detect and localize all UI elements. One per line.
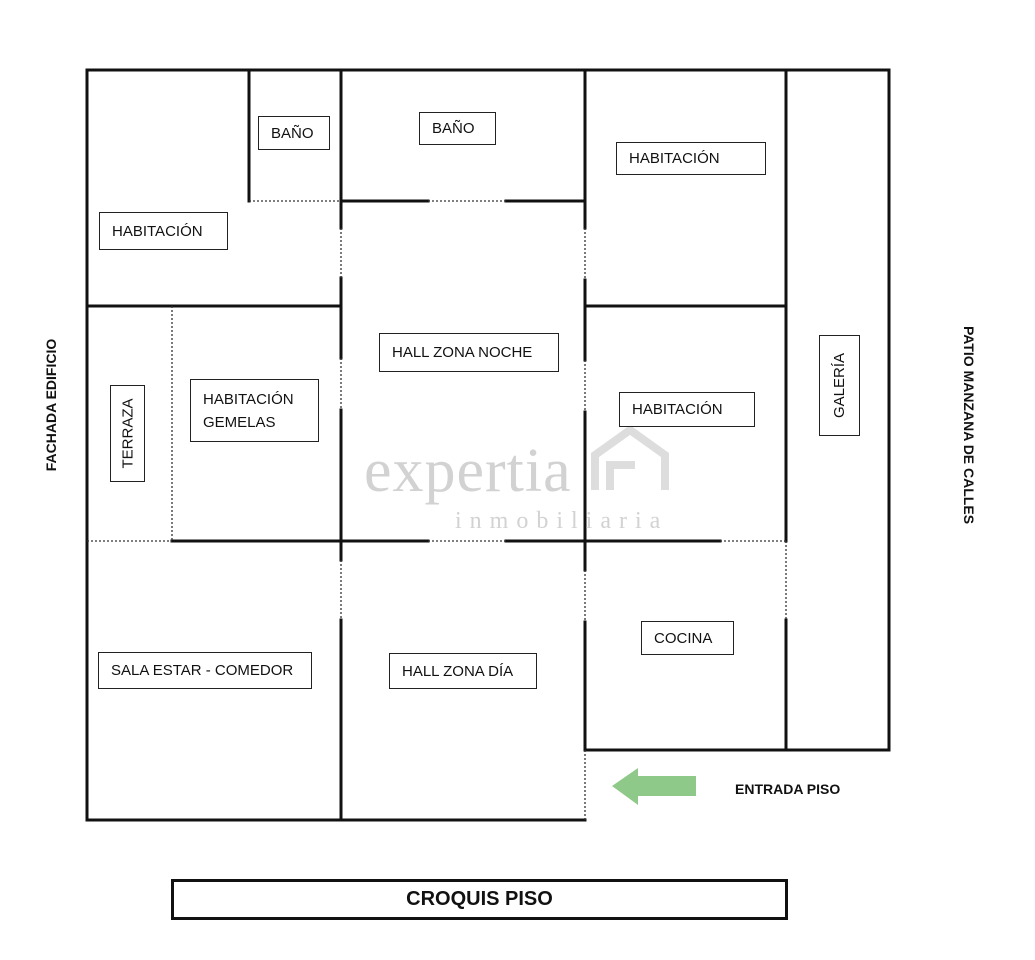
room-label-habitacion-1: HABITACIÓN (99, 212, 228, 250)
gemelas-line-2: GEMELAS (203, 413, 276, 431)
room-label-bano-1: BAÑO (258, 116, 330, 150)
entrance-label: ENTRADA PISO (735, 781, 841, 797)
room-label-habitacion-gemelas: HABITACIÓN GEMELAS (190, 379, 319, 442)
side-label-fachada: FACHADA EDIFICIO (43, 338, 60, 472)
room-label-hall-dia: HALL ZONA DÍA (389, 653, 537, 689)
room-label-habitacion-2: HABITACIÓN (616, 142, 766, 175)
room-label-terraza: TERRAZA (110, 385, 145, 482)
room-label-sala: SALA ESTAR - COMEDOR (98, 652, 312, 689)
plan-title: CROQUIS PISO (171, 879, 788, 920)
watermark-brand: expertia (364, 437, 572, 505)
gemelas-line-1: HABITACIÓN (203, 390, 294, 408)
room-label-hall-noche: HALL ZONA NOCHE (379, 333, 559, 372)
room-label-habitacion-3: HABITACIÓN (619, 392, 755, 427)
room-label-cocina: COCINA (641, 621, 734, 655)
watermark-house-icon (591, 425, 669, 490)
room-label-galeria: GALERÍA (819, 335, 860, 436)
entrance-arrow-icon (612, 768, 696, 805)
watermark-sub: inmobiliaria (455, 508, 669, 534)
room-label-bano-2: BAÑO (419, 112, 496, 145)
side-label-patio: PATIO MANZANA DE CALLES (961, 325, 978, 525)
